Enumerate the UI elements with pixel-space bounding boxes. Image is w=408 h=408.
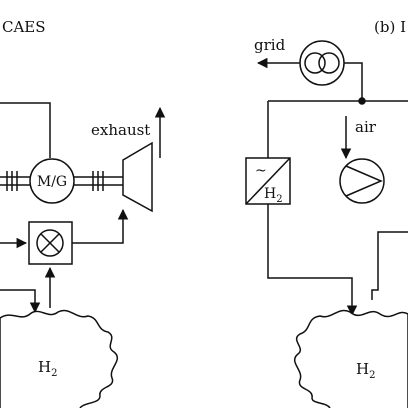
panel-b: (b) I grid ~ H2 air H2 bbox=[245, 18, 408, 408]
compressor-symbol bbox=[345, 165, 383, 197]
combustor-to-turbine bbox=[72, 208, 129, 244]
grid-label: grid bbox=[254, 36, 286, 54]
transformer-coil-1 bbox=[304, 52, 326, 74]
motor-generator bbox=[29, 158, 75, 204]
turbine bbox=[122, 141, 153, 213]
motor-generator-label: M/G bbox=[37, 174, 67, 190]
electrolyser-to-storage bbox=[267, 204, 358, 317]
transformer-frame bbox=[299, 40, 345, 86]
compressor bbox=[339, 158, 385, 204]
storage-label-a: H2 bbox=[38, 358, 57, 379]
h2-storage-cavern-b bbox=[293, 309, 408, 408]
combustor-symbol bbox=[36, 229, 64, 257]
bus-junction bbox=[358, 97, 366, 105]
air-label: air bbox=[355, 118, 377, 136]
electrolyser-diagonal bbox=[245, 157, 291, 205]
electrolyser-symbol: ~ bbox=[255, 163, 267, 179]
electric-line-a bbox=[0, 102, 51, 158]
transformer-to-bus bbox=[344, 62, 363, 101]
shaft-right bbox=[74, 171, 123, 191]
panel-a: CAES M/G exhaust bbox=[0, 18, 166, 408]
storage-label-b: H2 bbox=[356, 360, 375, 381]
storage-inflow-arrow bbox=[0, 289, 41, 314]
exhaust-label: exhaust bbox=[91, 121, 150, 139]
h2-storage-cavern-a bbox=[0, 309, 119, 408]
transformer-coil-2 bbox=[318, 52, 340, 74]
shaft-left bbox=[0, 171, 30, 191]
return-line-b bbox=[371, 231, 408, 300]
electrolyser-label: H2 bbox=[264, 186, 283, 205]
panel-b-title: (b) I bbox=[374, 18, 406, 36]
combustor-cross-2 bbox=[40, 233, 60, 253]
panel-a-title: CAES bbox=[2, 18, 46, 36]
